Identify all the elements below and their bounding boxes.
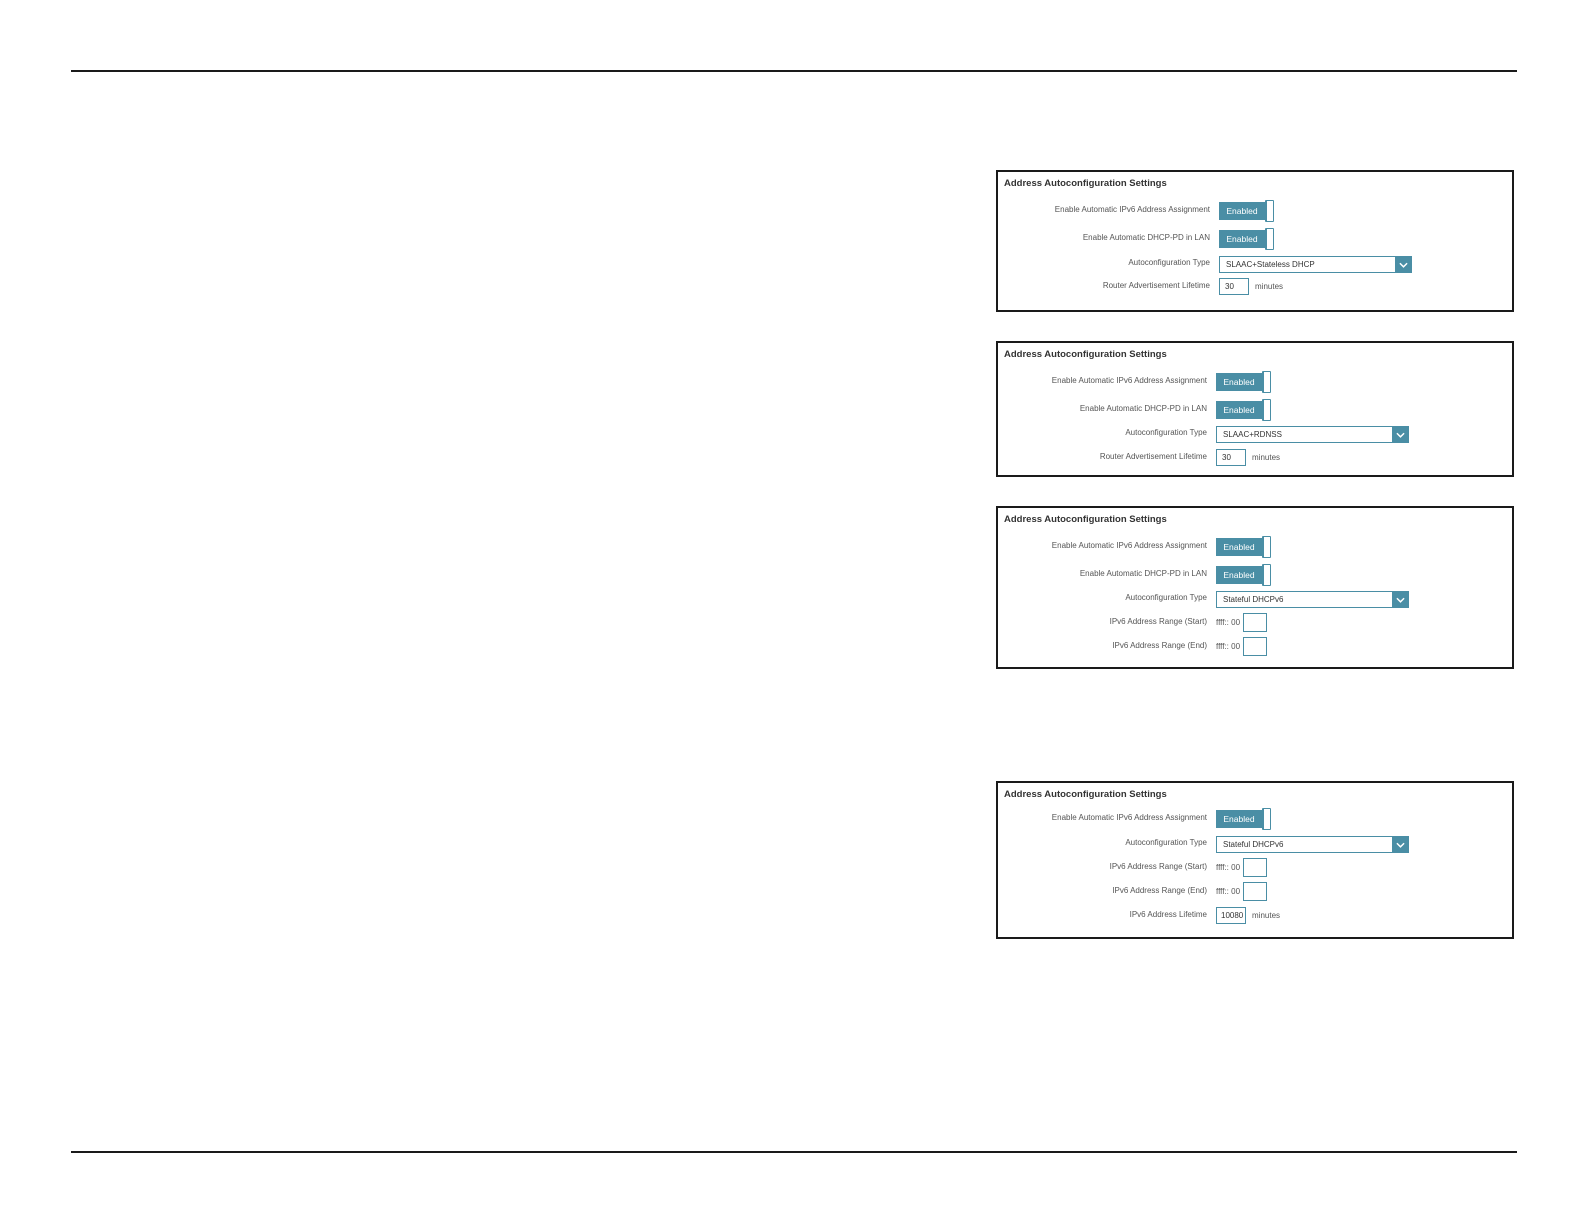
toggle-state: Enabled <box>1216 401 1262 419</box>
autoconfig-type-select[interactable]: Stateful DHCPv6 <box>1216 591 1409 608</box>
toggle-state: Enabled <box>1216 810 1262 828</box>
dhcp-pd-toggle[interactable]: Enabled <box>1216 564 1271 586</box>
autoconfig-type-row: Autoconfiguration Type Stateful DHCPv6 <box>998 588 1512 610</box>
dhcp-pd-label: Enable Automatic DHCP-PD in LAN <box>1079 569 1207 578</box>
selected-value: Stateful DHCPv6 <box>1223 840 1284 849</box>
chevron-down-icon[interactable] <box>1392 836 1409 853</box>
ipv6-assignment-label: Enable Automatic IPv6 Address Assignment <box>1054 205 1210 214</box>
range-prefix: ffff:: 00 <box>1216 618 1241 627</box>
autoconfig-type-label: Autoconfiguration Type <box>1128 258 1210 267</box>
dhcp-pd-row: Enable Automatic DHCP-PD in LAN Enabled <box>998 399 1512 421</box>
autoconfig-type-select[interactable]: SLAAC+RDNSS <box>1216 426 1409 443</box>
range-prefix: ffff:: 00 <box>1216 642 1241 651</box>
ra-lifetime-label: Router Advertisement Lifetime <box>1102 281 1210 290</box>
bottom-divider <box>71 1151 1517 1153</box>
unit-label: minutes <box>1255 282 1284 291</box>
ra-lifetime-label: Router Advertisement Lifetime <box>1099 452 1207 461</box>
autoconfig-panel-stateful-dhcpv6-lifetime: Address Autoconfiguration Settings Enabl… <box>996 781 1514 939</box>
range-start-input[interactable] <box>1243 613 1267 632</box>
address-lifetime-row: IPv6 Address Lifetime 10080 minutes <box>998 905 1512 927</box>
autoconfig-panel-slaac-stateless: Address Autoconfiguration Settings Enabl… <box>996 170 1514 312</box>
autoconfig-type-select[interactable]: Stateful DHCPv6 <box>1216 836 1409 853</box>
selected-value: SLAAC+Stateless DHCP <box>1226 260 1315 269</box>
unit-label: minutes <box>1252 453 1281 462</box>
range-start-label: IPv6 Address Range (Start) <box>1109 862 1207 871</box>
ra-lifetime-input[interactable]: 30 <box>1219 278 1249 295</box>
autoconfig-type-row: Autoconfiguration Type SLAAC+Stateless D… <box>998 253 1512 275</box>
range-end-label: IPv6 Address Range (End) <box>1112 886 1207 895</box>
autoconfig-type-select[interactable]: SLAAC+Stateless DHCP <box>1219 256 1412 273</box>
top-divider <box>71 70 1517 72</box>
toggle-knob <box>1262 371 1271 393</box>
chevron-down-icon[interactable] <box>1395 256 1412 273</box>
autoconfig-type-label: Autoconfiguration Type <box>1125 838 1207 847</box>
autoconfig-type-row: Autoconfiguration Type Stateful DHCPv6 <box>998 833 1512 855</box>
range-start-row: IPv6 Address Range (Start) ffff:: 00 <box>998 857 1512 879</box>
dhcp-pd-label: Enable Automatic DHCP-PD in LAN <box>1082 233 1210 242</box>
dhcp-pd-row: Enable Automatic DHCP-PD in LAN Enabled <box>998 228 1512 250</box>
range-end-input[interactable] <box>1243 637 1267 656</box>
ra-lifetime-row: Router Advertisement Lifetime 30 minutes <box>998 276 1512 298</box>
toggle-state: Enabled <box>1216 373 1262 391</box>
selected-value: SLAAC+RDNSS <box>1223 430 1282 439</box>
toggle-knob <box>1262 399 1271 421</box>
ipv6-assignment-toggle[interactable]: Enabled <box>1216 536 1271 558</box>
toggle-state: Enabled <box>1219 202 1265 220</box>
chevron-down-icon[interactable] <box>1392 591 1409 608</box>
address-lifetime-input[interactable]: 10080 <box>1216 907 1246 924</box>
ipv6-assignment-toggle[interactable]: Enabled <box>1216 808 1271 830</box>
dhcp-pd-row: Enable Automatic DHCP-PD in LAN Enabled <box>998 564 1512 586</box>
selected-value: Stateful DHCPv6 <box>1223 595 1284 604</box>
autoconfig-panel-slaac-rdnss: Address Autoconfiguration Settings Enabl… <box>996 341 1514 477</box>
toggle-knob <box>1265 200 1274 222</box>
ipv6-assignment-row: Enable Automatic IPv6 Address Assignment… <box>998 808 1512 830</box>
ipv6-assignment-row: Enable Automatic IPv6 Address Assignment… <box>998 536 1512 558</box>
autoconfig-type-label: Autoconfiguration Type <box>1125 593 1207 602</box>
toggle-state: Enabled <box>1216 538 1262 556</box>
ipv6-assignment-label: Enable Automatic IPv6 Address Assignment <box>1051 541 1207 550</box>
range-start-input[interactable] <box>1243 858 1267 877</box>
autoconfig-type-label: Autoconfiguration Type <box>1125 428 1207 437</box>
ipv6-assignment-toggle[interactable]: Enabled <box>1216 371 1271 393</box>
range-start-row: IPv6 Address Range (Start) ffff:: 00 <box>998 612 1512 634</box>
ra-lifetime-row: Router Advertisement Lifetime 30 minutes <box>998 447 1512 469</box>
ra-lifetime-input[interactable]: 30 <box>1216 449 1246 466</box>
toggle-knob <box>1262 564 1271 586</box>
address-lifetime-label: IPv6 Address Lifetime <box>1129 910 1207 919</box>
range-prefix: ffff:: 00 <box>1216 863 1241 872</box>
range-end-input[interactable] <box>1243 882 1267 901</box>
dhcp-pd-toggle[interactable]: Enabled <box>1219 228 1274 250</box>
ipv6-assignment-row: Enable Automatic IPv6 Address Assignment… <box>998 200 1512 222</box>
unit-label: minutes <box>1252 911 1281 920</box>
ipv6-assignment-toggle[interactable]: Enabled <box>1219 200 1274 222</box>
toggle-knob <box>1262 808 1271 830</box>
range-prefix: ffff:: 00 <box>1216 887 1241 896</box>
dhcp-pd-label: Enable Automatic DHCP-PD in LAN <box>1079 404 1207 413</box>
ipv6-assignment-label: Enable Automatic IPv6 Address Assignment <box>1051 376 1207 385</box>
ipv6-assignment-label: Enable Automatic IPv6 Address Assignment <box>1051 813 1207 822</box>
toggle-knob <box>1265 228 1274 250</box>
range-start-label: IPv6 Address Range (Start) <box>1109 617 1207 626</box>
panel-title: Address Autoconfiguration Settings <box>1004 514 1167 525</box>
dhcp-pd-toggle[interactable]: Enabled <box>1216 399 1271 421</box>
chevron-down-icon[interactable] <box>1392 426 1409 443</box>
autoconfig-panel-stateful-dhcpv6: Address Autoconfiguration Settings Enabl… <box>996 506 1514 669</box>
range-end-label: IPv6 Address Range (End) <box>1112 641 1207 650</box>
toggle-knob <box>1262 536 1271 558</box>
panel-title: Address Autoconfiguration Settings <box>1004 789 1167 800</box>
range-end-row: IPv6 Address Range (End) ffff:: 00 <box>998 636 1512 658</box>
toggle-state: Enabled <box>1219 230 1265 248</box>
range-end-row: IPv6 Address Range (End) ffff:: 00 <box>998 881 1512 903</box>
ipv6-assignment-row: Enable Automatic IPv6 Address Assignment… <box>998 371 1512 393</box>
autoconfig-type-row: Autoconfiguration Type SLAAC+RDNSS <box>998 423 1512 445</box>
panel-title: Address Autoconfiguration Settings <box>1004 349 1167 360</box>
toggle-state: Enabled <box>1216 566 1262 584</box>
panel-title: Address Autoconfiguration Settings <box>1004 178 1167 189</box>
